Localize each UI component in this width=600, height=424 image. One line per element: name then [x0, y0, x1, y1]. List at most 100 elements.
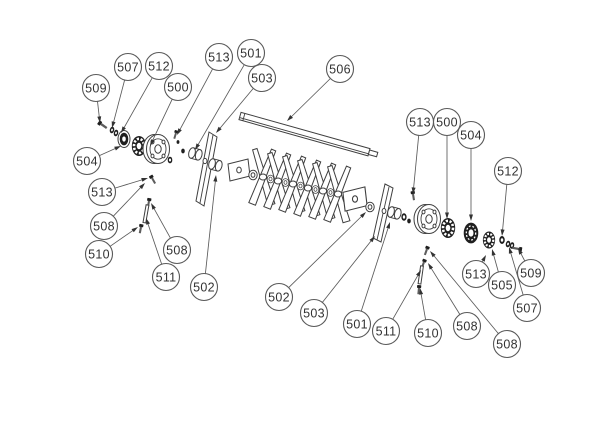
part-number-label: 511	[376, 324, 397, 338]
leader-arrowhead	[97, 116, 102, 123]
shaft-end-line	[242, 113, 246, 121]
part-number-label: 508	[496, 337, 518, 351]
part-number-label: 507	[516, 301, 538, 315]
balloon-circle	[342, 309, 372, 339]
leader-line	[322, 239, 373, 303]
balloon-502-14: 502	[189, 175, 219, 302]
balloon-circle	[487, 270, 517, 300]
part-number-label: 513	[465, 267, 487, 281]
part-number-label: 509	[520, 266, 542, 280]
balloon-501-5: 501	[195, 38, 266, 150]
balloon-511-12: 511	[146, 218, 181, 292]
bearing-right	[463, 221, 479, 245]
ring-dot-right	[401, 213, 407, 221]
linkage-bolt	[422, 245, 430, 256]
balloon-513-4: 513	[177, 42, 234, 135]
leader-arrowhead	[146, 218, 150, 225]
linkage-bolt	[137, 223, 144, 234]
balloon-circle	[512, 293, 542, 323]
leader-arrowhead	[369, 236, 375, 243]
leader-arrowhead	[491, 249, 496, 256]
leader-arrowhead	[508, 247, 513, 254]
blade-holder-plate-right	[342, 186, 368, 212]
spacer-tube	[248, 169, 258, 181]
balloon-508-20: 508	[428, 263, 482, 341]
nut-dot-1	[176, 140, 180, 144]
balloon-501-17: 501	[342, 222, 390, 339]
leader-arrowhead	[416, 270, 421, 277]
leader-arrowhead	[139, 183, 145, 190]
leader-arrowhead	[151, 203, 156, 210]
linkage-bolt	[148, 174, 157, 185]
leader-arrowhead	[419, 288, 424, 295]
balloon-circle	[247, 63, 277, 93]
balloon-circle	[325, 54, 355, 84]
leader-line	[114, 179, 144, 189]
leader-line	[99, 147, 117, 156]
balloon-circle	[84, 239, 114, 269]
leader-arrowhead	[469, 214, 473, 221]
spacer-tube	[365, 201, 375, 213]
leader-arrowhead	[518, 248, 523, 255]
bearing-cap-right	[481, 230, 497, 250]
balloon-509-0: 509	[81, 73, 111, 123]
balloon-circle	[461, 259, 491, 289]
balloon-504-8: 504	[72, 146, 121, 176]
leader-line	[288, 215, 363, 288]
part-number-label: 507	[117, 60, 139, 74]
part-number-label: 503	[251, 71, 273, 85]
lock-collar-right	[499, 236, 505, 244]
part-number-label: 501	[240, 46, 262, 60]
side-plate-right	[372, 183, 394, 243]
balloon-circle	[162, 235, 192, 265]
shaft-stub	[367, 149, 379, 158]
leader-line	[502, 184, 508, 232]
assembly-drawing	[97, 111, 523, 295]
leader-line	[151, 99, 173, 142]
shaft-body	[238, 111, 371, 157]
leader-arrowhead	[121, 126, 126, 133]
balloon-500-23: 500	[432, 107, 462, 219]
part-number-label: 502	[268, 290, 290, 304]
balloon-circle	[163, 72, 193, 102]
rotor-assembly	[195, 131, 411, 243]
leader-line	[519, 252, 526, 262]
left-bearing-group	[97, 120, 204, 164]
part-number-label: 508	[93, 219, 115, 233]
leader-line	[492, 253, 499, 273]
leader-arrowhead	[430, 251, 436, 258]
drive-shaft	[238, 111, 379, 158]
hub-flange-right	[413, 204, 441, 234]
balloon-circle	[264, 282, 294, 312]
leader-arrowhead	[481, 255, 486, 262]
balloon-505-27: 505	[487, 249, 517, 300]
leader-line	[97, 101, 100, 119]
leader-arrowhead	[360, 212, 366, 218]
balloon-513-9: 513	[87, 177, 148, 207]
balloon-513-26: 513	[461, 255, 491, 289]
hex-bolt-left	[97, 120, 109, 130]
leader-line	[109, 229, 135, 247]
leader-arrowhead	[111, 121, 116, 128]
balloon-circle	[89, 211, 119, 241]
leader-arrowhead	[445, 212, 449, 219]
leader-line	[153, 207, 171, 239]
leader-line	[509, 251, 524, 296]
part-number-label: 512	[148, 59, 170, 73]
balloon-circle	[452, 311, 482, 341]
linkage-rod	[142, 204, 150, 224]
balloon-circle	[87, 177, 117, 207]
balloon-circle	[151, 262, 181, 292]
balloon-circle	[456, 120, 486, 150]
nut-dot-2	[181, 148, 185, 154]
leader-line	[413, 135, 420, 190]
small-bolt-left	[172, 129, 179, 140]
leader-line	[392, 274, 419, 320]
spacer-tube	[266, 174, 275, 184]
balloon-503-16: 503	[299, 236, 375, 328]
balloon-513-22: 513	[405, 107, 435, 194]
leader-arrowhead	[213, 175, 218, 182]
balloon-circle	[492, 329, 522, 359]
balloon-502-15: 502	[264, 212, 366, 312]
